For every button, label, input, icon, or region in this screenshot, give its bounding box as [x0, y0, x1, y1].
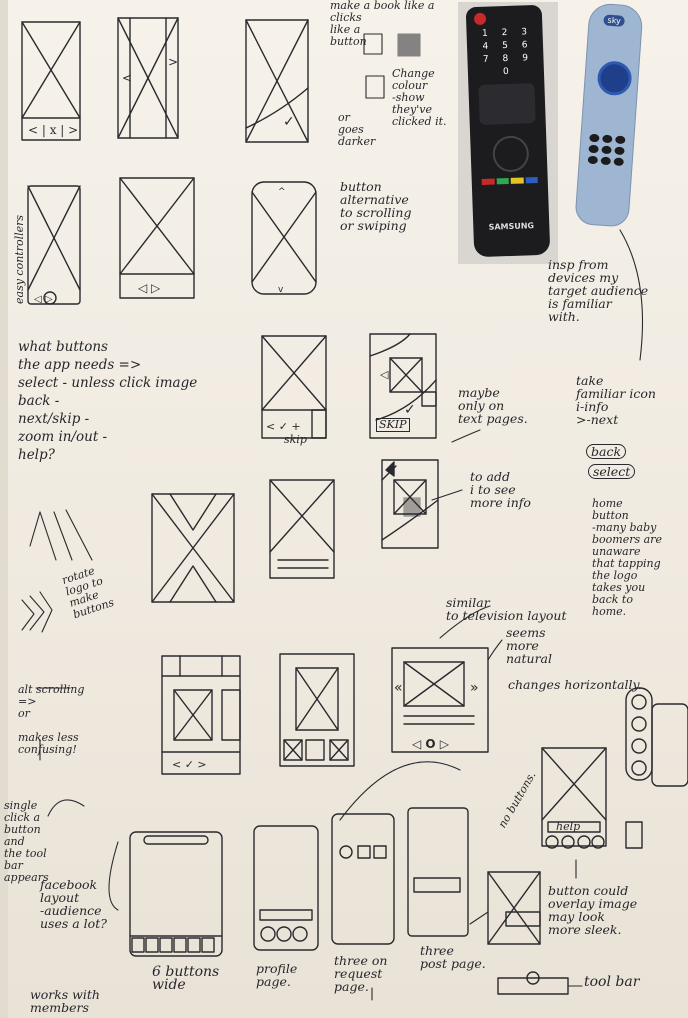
svg-text:«: « [394, 680, 403, 696]
dpad-icon [492, 135, 530, 173]
wireframe-overlay [487, 871, 541, 945]
note-skip-1: skip [284, 433, 307, 446]
note-button-alternative: button alternative to scrolling or swipi… [340, 179, 412, 233]
wireframe-14-tv-layout: « » ◁ O ▷ [391, 647, 489, 753]
svg-text:v: v [278, 285, 284, 295]
color-keys [481, 176, 538, 185]
note-alt-scrolling: alt scrolling => or makes less confusing… [18, 683, 85, 756]
key-9: 9 [522, 53, 529, 64]
note-tool-bar: tool bar [584, 974, 640, 990]
note-three-post: three post page. [420, 943, 486, 971]
svg-text:◁ ▷: ◁ ▷ [137, 281, 161, 295]
logo-rotate-sketch [21, 509, 93, 633]
wireframe-8: ◁ ✓ [369, 333, 437, 439]
wireframe-3: ✓ [245, 19, 309, 143]
note-three-request: three on request page. [334, 953, 388, 994]
svg-text:< ✓ +: < ✓ + [266, 420, 301, 433]
power-icon [473, 12, 487, 26]
connector-lines [35, 229, 644, 1001]
note-seems-natural: seems more natural [506, 625, 553, 666]
note-take-familiar: take familiar icon i-info >-next [576, 373, 656, 427]
sky-remote-photo: sky [560, 0, 644, 236]
samsung-remote-photo: 1 2 3 4 5 6 7 8 9 0 SAMSUNG [458, 2, 558, 264]
note-six-buttons: 6 buttons wide [152, 964, 220, 993]
note-clicks-header: make a book like a clicks like a button [330, 0, 435, 48]
wireframe-4: ◁ ▷ [27, 185, 81, 305]
samsung-remote-body: 1 2 3 4 5 6 7 8 9 0 SAMSUNG [465, 4, 551, 258]
wireframe-10 [269, 479, 335, 579]
number-keypad: 1 2 3 4 5 6 7 8 9 0 [476, 27, 534, 78]
wireframe-5: ◁ ▷ [119, 177, 195, 299]
wireframe-post [407, 807, 469, 937]
wireframe-6: ^ v [251, 181, 317, 295]
svg-text:< | x | >: < | x | > [28, 123, 78, 137]
key-6: 6 [521, 40, 528, 51]
note-button-overlay: button could overlay image may look more… [548, 883, 638, 937]
note-profile-page: profile page. [256, 961, 298, 989]
svg-text:◁: ◁ [380, 368, 389, 381]
note-side-label: easy controllers [13, 214, 26, 304]
samsung-logo: SAMSUNG [488, 221, 535, 232]
svg-text:◁ ▷: ◁ ▷ [34, 294, 53, 305]
wireframe-13 [279, 653, 355, 767]
wireframe-profile [253, 825, 319, 951]
svg-text:»: » [470, 680, 479, 696]
note-help: help [556, 820, 581, 833]
svg-text:◁ O ▷: ◁ O ▷ [411, 737, 450, 751]
sky-dpad-icon [596, 60, 633, 97]
note-home-button: home button -many baby boomers are unawa… [592, 497, 662, 618]
wireframe-facebook-layout [129, 831, 223, 957]
key-8: 8 [502, 53, 509, 65]
note-works-with: works with members [30, 987, 100, 1015]
sky-keypad [587, 133, 626, 167]
svg-text:<: < [122, 71, 132, 85]
sky-remote-body: sky [574, 2, 644, 228]
wireframe-request [331, 813, 395, 945]
note-facebook: facebook layout -audience uses a lot? [40, 877, 107, 931]
key-0: 0 [502, 66, 509, 78]
wireframe-1: < | x | > [21, 21, 81, 141]
key-5: 5 [501, 40, 509, 52]
wireframe-11 [381, 459, 439, 549]
svg-text:✓: ✓ [404, 402, 416, 418]
key-3: 3 [521, 27, 528, 38]
tool-bar-sketch [497, 971, 569, 995]
sky-logo: sky [603, 14, 626, 27]
wireframe-2: < > [117, 17, 179, 139]
note-to-add-info: to add i to see more info [470, 469, 531, 510]
key-7: 7 [482, 54, 489, 65]
svg-text:^: ^ [278, 187, 286, 197]
wireframe-15-no-buttons [541, 747, 643, 849]
note-skip-2: SKIP [376, 418, 410, 432]
wireframe-7: < ✓ + [261, 335, 327, 439]
wireframe-16-side [625, 687, 688, 787]
note-maybe-only: maybe only on text pages. [458, 385, 528, 426]
button-square-icons [363, 33, 421, 99]
pill-back: back [586, 444, 627, 459]
note-inspiration: insp from devices my target audience is … [548, 257, 649, 324]
svg-text:>: > [168, 55, 178, 69]
svg-text:✓: ✓ [283, 114, 295, 130]
svg-text:< ✓ >: < ✓ > [172, 758, 207, 771]
note-or-goes-darker: or goes darker [338, 111, 376, 148]
wireframe-12: < ✓ > [161, 655, 241, 775]
key-1: 1 [481, 28, 488, 39]
note-single-click: single click a button and the tool bar a… [4, 799, 49, 884]
key-2: 2 [501, 27, 508, 39]
note-similar-tv: similar to television layout [446, 595, 567, 623]
key-4: 4 [482, 41, 489, 52]
note-change-colour: Change colour -show they've clicked it. [392, 67, 447, 128]
note-changes-horiz: changes horizontally. [508, 677, 642, 692]
pill-select: select [588, 464, 636, 479]
wireframe-9 [151, 493, 235, 603]
note-buttons-needed: what buttons the app needs => select - u… [18, 339, 198, 463]
volume-channel-block [478, 83, 536, 125]
